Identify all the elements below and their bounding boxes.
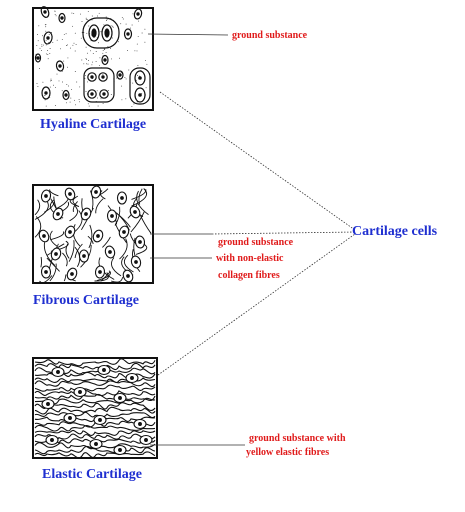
fibrous-nucleus [42, 234, 46, 238]
hyaline-nucleus [90, 75, 94, 79]
elastic-nucleus [46, 402, 50, 406]
leader-cells-fibrous [211, 231, 356, 235]
hyaline-cell [134, 87, 146, 103]
cartilage-cells-label: Cartilage cells [352, 224, 438, 239]
elastic-nucleus [94, 442, 98, 446]
hyaline-cell-group [129, 67, 151, 105]
fibrous-nucleus [82, 254, 86, 258]
hyaline-panel [32, 6, 154, 111]
leader-hyaline-ground [147, 33, 229, 36]
fibrous-cells [38, 185, 146, 283]
hyaline-nucleus [138, 76, 142, 80]
hyaline-title: Hyaline Cartilage [40, 117, 146, 132]
hyaline-nucleus [102, 92, 106, 96]
elastic-label-line1: ground substance with [249, 433, 346, 444]
fibrous-nucleus [108, 250, 112, 254]
hyaline-cell [88, 24, 100, 42]
hyaline-nucleus [104, 28, 110, 38]
hyaline-cell [43, 31, 53, 45]
hyaline-nucleus [64, 93, 68, 97]
hyaline-nucleus [101, 75, 105, 79]
elastic-nucleus [118, 396, 122, 400]
elastic-nucleus [102, 368, 106, 372]
fibrous-nucleus [44, 270, 48, 274]
fibrous-label-line2: with non-elastic [216, 253, 284, 264]
elastic-nucleus [130, 376, 134, 380]
hyaline-cells [34, 6, 151, 105]
elastic-nucleus [50, 438, 54, 442]
fibrous-nucleus [133, 210, 137, 214]
hyaline-cell [58, 12, 66, 24]
hyaline-nucleus [126, 32, 130, 36]
hyaline-cell [40, 6, 50, 18]
fibrous-nucleus [94, 190, 98, 194]
elastic-nucleus [118, 448, 122, 452]
fibrous-nucleus [84, 212, 88, 216]
leader-cells-hyaline [159, 91, 356, 231]
hyaline-cell [101, 54, 109, 66]
hyaline-cell-group [83, 67, 115, 103]
elastic-nucleus [138, 422, 142, 426]
hyaline-nucleus [43, 10, 47, 14]
elastic-nucleus [78, 390, 82, 394]
hyaline-nucleus [138, 93, 142, 97]
fibrous-nucleus [68, 230, 72, 234]
hyaline-nucleus [60, 16, 64, 20]
hyaline-ground-label: ground substance [232, 30, 308, 41]
fibrous-nucleus [126, 274, 130, 278]
elastic-panel [32, 357, 158, 459]
elastic-nucleus [144, 438, 148, 442]
fibrous-nucleus [44, 194, 48, 198]
hyaline-nucleus [46, 36, 50, 40]
fibrous-label-line3: collagen fibres [218, 270, 280, 281]
hyaline-nucleus [136, 12, 140, 16]
elastic-cells [41, 364, 153, 456]
hyaline-cell [98, 72, 108, 82]
hyaline-cell [116, 70, 124, 80]
hyaline-nucleus [118, 73, 122, 77]
fibrous-nucleus [120, 196, 124, 200]
hyaline-nucleus [58, 64, 62, 68]
fibrous-nucleus [54, 252, 58, 256]
hyaline-cell [55, 60, 65, 72]
fibrous-nucleus [70, 272, 74, 276]
fibrous-nucleus [98, 270, 102, 274]
hyaline-nucleus [91, 28, 97, 38]
hyaline-cell [41, 86, 51, 100]
hyaline-cell [101, 24, 113, 42]
fibrous-nucleus [134, 260, 138, 264]
fibrous-nucleus [122, 230, 126, 234]
elastic-nucleus [68, 416, 72, 420]
hyaline-nucleus [36, 56, 40, 60]
hyaline-cell [87, 72, 97, 82]
hyaline-nucleus [44, 91, 48, 95]
leader-cells-elastic [157, 233, 356, 376]
leader-lines [147, 33, 356, 446]
hyaline-cell [62, 89, 70, 101]
elastic-nucleus [98, 418, 102, 422]
hyaline-nucleus [103, 58, 107, 62]
fibrous-nucleus [138, 240, 142, 244]
fibrous-title: Fibrous Cartilage [33, 293, 139, 308]
fibrous-nucleus [110, 214, 114, 218]
elastic-label-line2: yellow elastic fibres [246, 447, 329, 458]
fibrous-nucleus [56, 212, 60, 216]
hyaline-nucleus [90, 92, 94, 96]
fibrous-panel [32, 184, 154, 284]
elastic-nucleus [56, 370, 60, 374]
hyaline-cell [34, 53, 42, 63]
hyaline-cell-group [82, 17, 120, 49]
fibrous-nucleus [96, 234, 100, 238]
hyaline-cell [87, 89, 97, 99]
hyaline-cell [133, 8, 143, 20]
elastic-title: Elastic Cartilage [42, 467, 142, 482]
hyaline-cell [134, 70, 146, 86]
hyaline-cell [99, 89, 109, 99]
fibrous-label-line1: ground substance [218, 237, 294, 248]
fibrous-nucleus [68, 192, 72, 196]
hyaline-cell [123, 28, 133, 40]
